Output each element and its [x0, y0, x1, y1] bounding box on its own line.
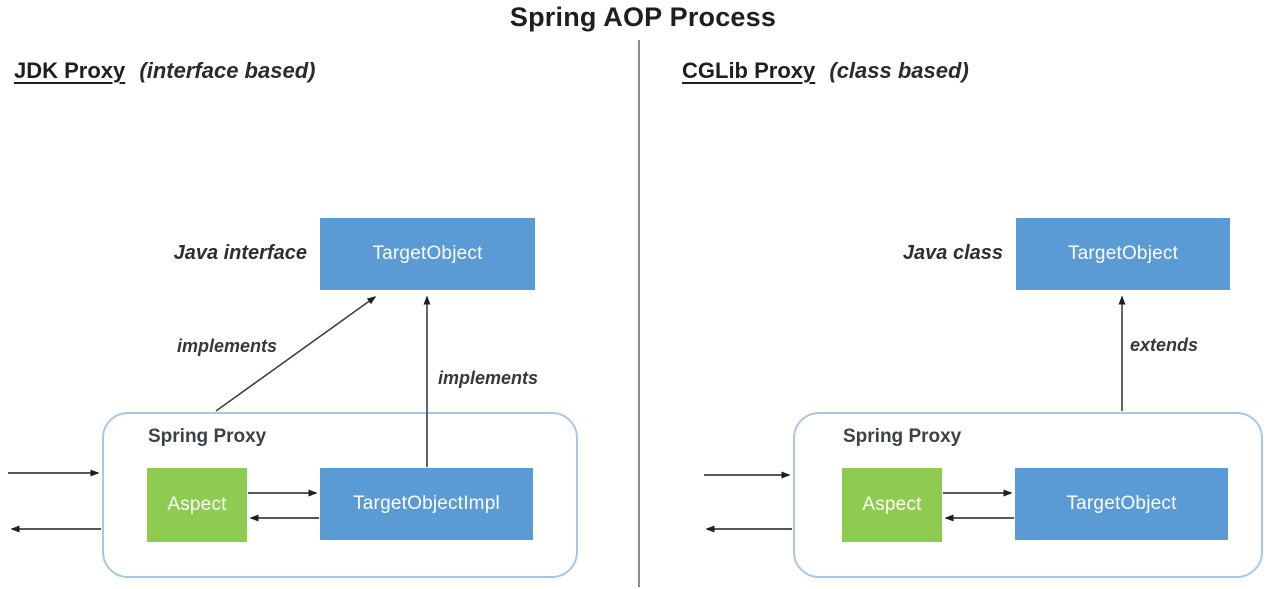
- java-class-label: Java class: [902, 242, 1003, 264]
- jdk-proxy-heading: JDK Proxy (interface based): [14, 58, 315, 84]
- jdk-proxy-heading-text: JDK Proxy: [14, 58, 126, 83]
- left-aspect-box: Aspect: [147, 468, 247, 542]
- panel-divider: [638, 40, 640, 587]
- right-inner-target-object-box: TargetObject: [1015, 468, 1228, 540]
- implements-label-1: implements: [177, 336, 278, 356]
- diagram-title: Spring AOP Process: [509, 2, 777, 32]
- left-spring-proxy-container: [102, 412, 578, 578]
- left-target-object-box: TargetObject: [320, 218, 535, 290]
- cglib-proxy-heading-text: CGLib Proxy: [682, 58, 816, 83]
- right-spring-proxy-container: [793, 412, 1263, 578]
- right-target-object-box: TargetObject: [1016, 218, 1230, 290]
- java-interface-label: Java interface: [173, 242, 307, 264]
- jdk-proxy-heading-note: (interface based): [139, 58, 316, 83]
- cglib-proxy-heading-note: (class based): [829, 58, 969, 83]
- right-spring-proxy-label: Spring Proxy: [843, 426, 962, 447]
- cglib-proxy-heading: CGLib Proxy (class based): [682, 58, 969, 84]
- left-target-object-impl-box: TargetObjectImpl: [320, 468, 533, 540]
- right-aspect-box: Aspect: [842, 468, 942, 542]
- extends-label: extends: [1130, 335, 1199, 355]
- left-spring-proxy-label: Spring Proxy: [148, 426, 267, 447]
- implements-label-2: implements: [438, 368, 539, 388]
